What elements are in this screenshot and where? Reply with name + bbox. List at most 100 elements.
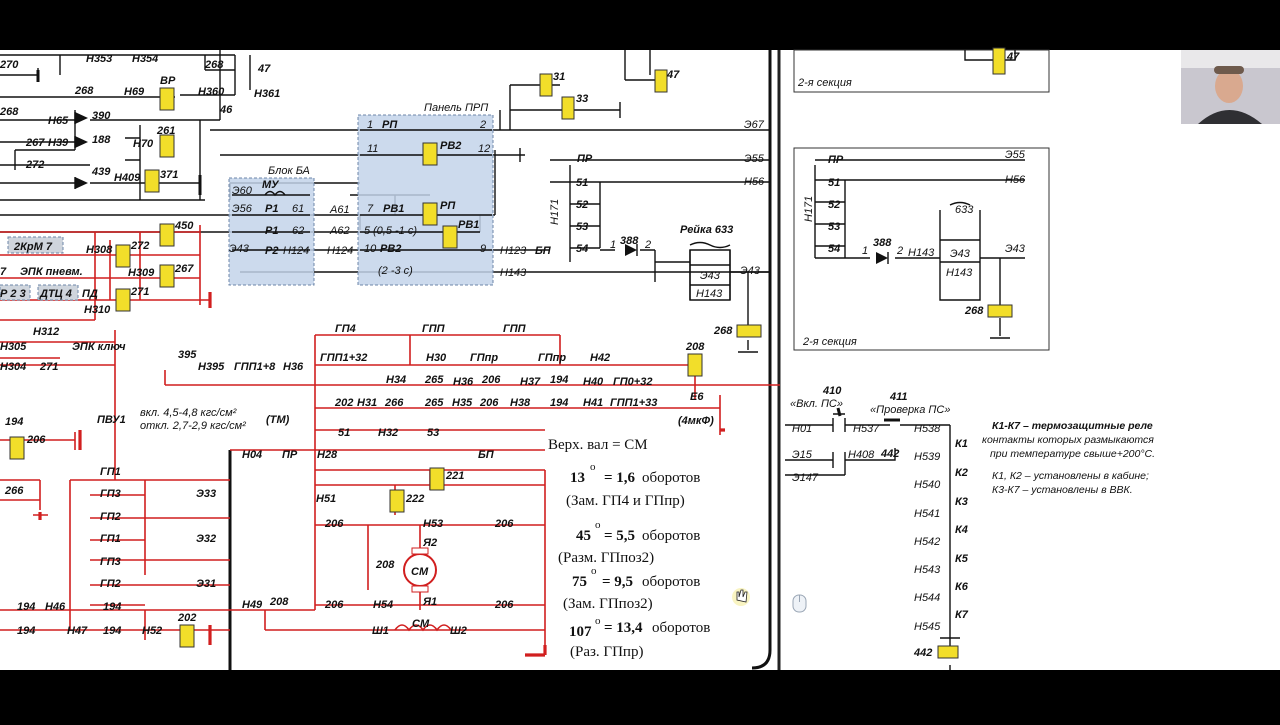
label-ya1: Я1	[422, 596, 437, 608]
label-194e: 194	[103, 601, 121, 613]
top-letterbox	[0, 0, 1280, 50]
label-n39: Н39	[48, 137, 69, 149]
label-sh1: Ш1	[372, 625, 389, 637]
label-n143r: Н143	[696, 288, 723, 300]
label-390: 390	[92, 110, 111, 122]
label-gp2b: ГП2	[100, 578, 121, 590]
label-rail: Рейка 633	[680, 224, 733, 236]
right-label-268: 268	[964, 305, 984, 317]
label-268d: 268	[713, 325, 733, 337]
label-e32: Э32	[196, 533, 216, 545]
right-label-e147: Э147	[792, 472, 819, 484]
label-46: 46	[219, 104, 233, 116]
right-label-e43: Э43	[950, 248, 971, 260]
label-a61: А61	[329, 204, 350, 216]
label-188: 188	[92, 134, 111, 146]
label-n360: Н360	[198, 86, 225, 98]
right-label-d1: 1	[862, 245, 868, 257]
label-7: 7	[0, 266, 7, 278]
right-label-n143b: Н143	[946, 267, 973, 279]
label-r1a: Р1	[265, 203, 278, 215]
label-dtc: ДТЦ 4	[39, 288, 72, 300]
label-r1b: Р1	[265, 225, 278, 237]
label-n54: Н54	[373, 599, 393, 611]
note-r4a: 107	[569, 624, 592, 640]
label-gp3a: ГП3	[100, 488, 121, 500]
label-pin2: 2	[479, 119, 486, 131]
right-coil-442	[937, 645, 959, 659]
right-label-47: 47	[1006, 51, 1020, 63]
label-n70: Н70	[133, 138, 154, 150]
label-time2: (2 -3 с)	[378, 265, 413, 277]
right-label-k7: К7	[955, 609, 969, 621]
diode-388-icon	[625, 244, 637, 256]
dtc-box	[37, 284, 79, 301]
label-n308: Н308	[86, 244, 113, 256]
coil-268	[736, 324, 762, 338]
right-label-prov: «Проверка ПС»	[870, 404, 950, 416]
label-c51: 51	[576, 177, 588, 189]
label-n49: Н49	[242, 599, 263, 611]
label-n304: Н304	[0, 361, 26, 373]
red-circuit	[0, 225, 780, 657]
right-label-n544: Н544	[914, 592, 940, 604]
label-e43out: Э43	[740, 265, 761, 277]
coil-272	[115, 244, 131, 268]
label-261: 261	[156, 125, 175, 137]
krm-box	[7, 236, 64, 254]
label-202: 202	[334, 397, 353, 409]
label-e33: Э33	[196, 488, 216, 500]
right-label-633: 633	[955, 204, 974, 216]
label-222: 222	[405, 493, 424, 505]
note-val: Верх. вал = СМ	[548, 437, 648, 453]
label-n51: Н51	[316, 493, 336, 505]
right-label-e43out: Э43	[1005, 243, 1026, 255]
label-n04: Н04	[242, 449, 262, 461]
right-label-c53: 53	[828, 221, 840, 233]
label-n312: Н312	[33, 326, 59, 338]
label-395: 395	[178, 349, 197, 361]
label-268a: 268	[204, 59, 224, 71]
label-c54: 54	[576, 243, 588, 255]
label-206b: 206	[479, 397, 499, 409]
label-265b: 265	[424, 397, 444, 409]
label-n30: Н30	[426, 352, 447, 364]
label-n46: Н46	[45, 601, 66, 613]
label-sh2: Ш2	[450, 625, 467, 637]
right-border-line	[751, 50, 772, 670]
label-n47: Н47	[67, 625, 88, 637]
label-n123: Н123	[500, 245, 527, 257]
note-r3c: оборотов	[642, 574, 700, 590]
r-box	[0, 284, 31, 301]
note-r1b: = 1,6	[604, 470, 636, 486]
label-194f: 194	[17, 625, 35, 637]
label-266a: 266	[384, 397, 404, 409]
coil-267	[159, 264, 175, 288]
coil-31	[539, 73, 553, 97]
right-label-k6: К6	[955, 581, 969, 593]
label-gppr1: ГПпр	[470, 352, 498, 364]
label-n34: Н34	[386, 374, 406, 386]
right-label-n01: Н01	[792, 423, 812, 435]
label-n361: Н361	[254, 88, 280, 100]
right-label-k4: К4	[955, 524, 968, 536]
label-e43: Э43	[229, 243, 250, 255]
label-n31: Н31	[357, 397, 377, 409]
label-208c: 208	[269, 596, 289, 608]
label-194c: 194	[5, 416, 23, 428]
right-label-c54: 54	[828, 243, 840, 255]
label-pin5: 5	[364, 225, 371, 237]
label-270: 270	[0, 59, 19, 71]
right-label-411: 411	[889, 391, 908, 403]
label-271b: 271	[39, 361, 58, 373]
note-deg2: o	[595, 519, 601, 531]
label-194b: 194	[550, 397, 568, 409]
label-tm: (ТМ)	[266, 414, 290, 426]
right-label-vkl: «Вкл. ПС»	[790, 398, 843, 410]
relay-coils	[9, 69, 762, 648]
label-194g: 194	[103, 625, 121, 637]
label-a62: А62	[329, 225, 350, 237]
label-206c: 206	[26, 434, 46, 446]
label-267b: 267	[174, 263, 194, 275]
